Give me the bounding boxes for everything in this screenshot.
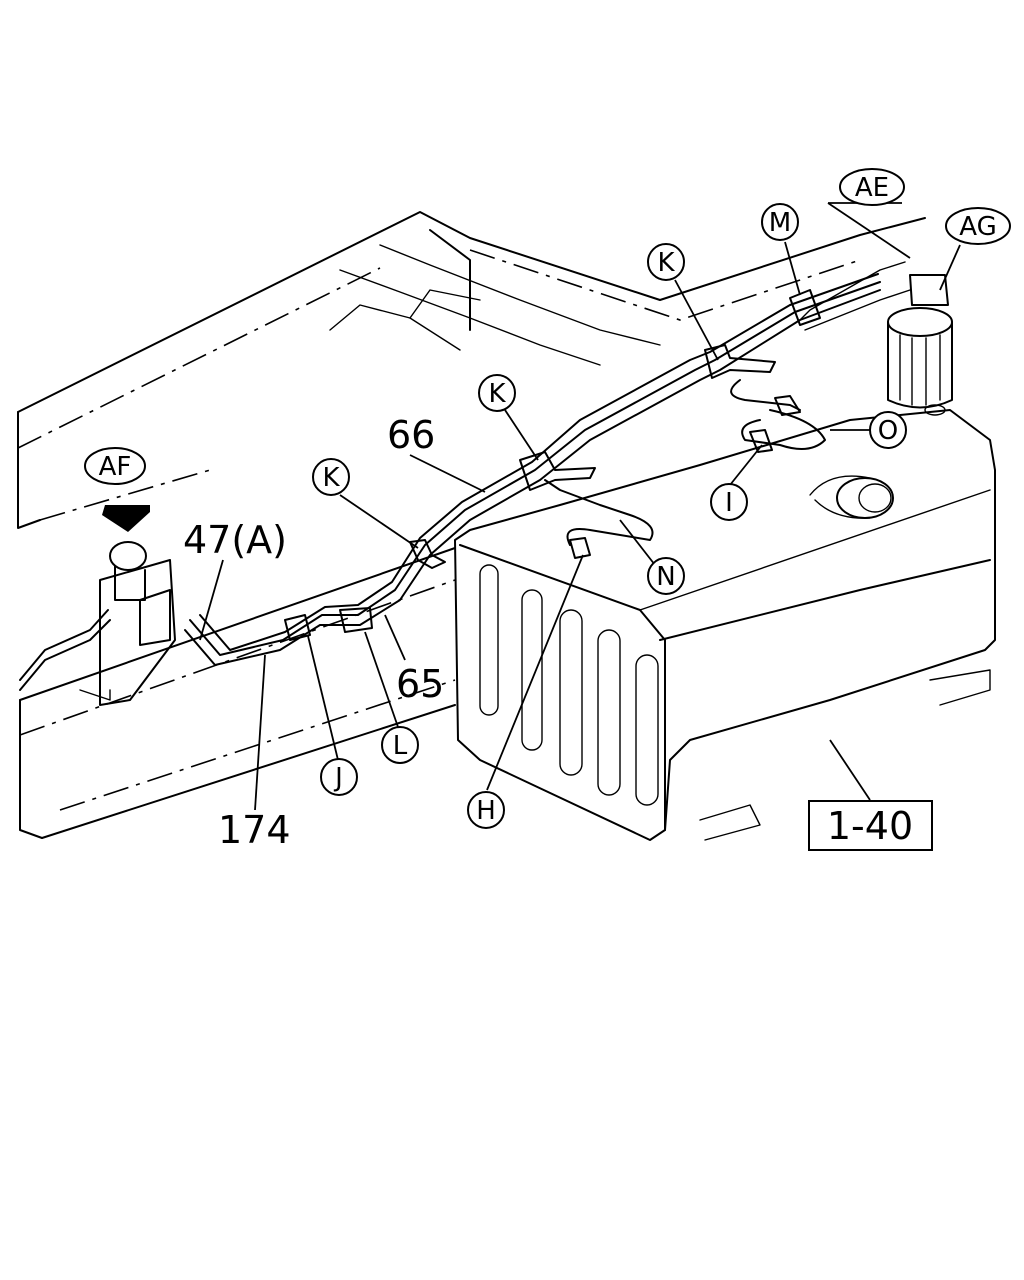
reference-box[interactable]: 1-40 [808, 800, 933, 851]
part-number-66: 66 [387, 413, 435, 457]
fuel-filter-af [79, 505, 176, 706]
callout-o-label: O [878, 416, 898, 446]
callout-ag[interactable]: AG [945, 207, 1011, 245]
part-number-65: 65 [396, 662, 444, 706]
callout-ae[interactable]: AE [839, 168, 905, 206]
callout-k-top[interactable]: K [647, 243, 685, 281]
clips [284, 289, 821, 641]
callout-n-label: N [656, 562, 675, 592]
af-direction-arrow [102, 505, 150, 532]
callout-j-label: J [333, 763, 343, 793]
callout-o[interactable]: O [869, 411, 907, 449]
frame-rail [17, 211, 991, 841]
part-number-47a: 47(A) [183, 518, 287, 562]
callout-k-left[interactable]: K [312, 458, 350, 496]
callout-af-label: AF [99, 452, 132, 482]
callout-i-label: I [725, 488, 733, 518]
callout-k-left-label: K [322, 463, 340, 493]
reference-box-label: 1-40 [827, 804, 913, 848]
fuel-tank [454, 409, 996, 841]
callout-k-mid-label: K [488, 379, 506, 409]
fuel-filter-ag [887, 274, 953, 416]
leader-lines [199, 202, 961, 811]
callout-i[interactable]: I [710, 483, 748, 521]
callout-l-label: L [393, 731, 408, 761]
callout-n[interactable]: N [647, 557, 685, 595]
callout-af[interactable]: AF [84, 447, 146, 485]
callout-h[interactable]: H [467, 791, 505, 829]
callout-h-label: H [476, 796, 496, 826]
fuel-lines [19, 261, 911, 691]
callout-k-mid[interactable]: K [478, 374, 516, 412]
callout-ae-label: AE [855, 173, 889, 203]
callout-m[interactable]: M [761, 203, 799, 241]
callout-j[interactable]: J [320, 758, 358, 796]
callout-ag-label: AG [959, 212, 996, 242]
callout-l[interactable]: L [381, 726, 419, 764]
part-number-174: 174 [218, 808, 291, 852]
callout-m-label: M [769, 208, 791, 238]
callout-k-top-label: K [657, 248, 675, 278]
